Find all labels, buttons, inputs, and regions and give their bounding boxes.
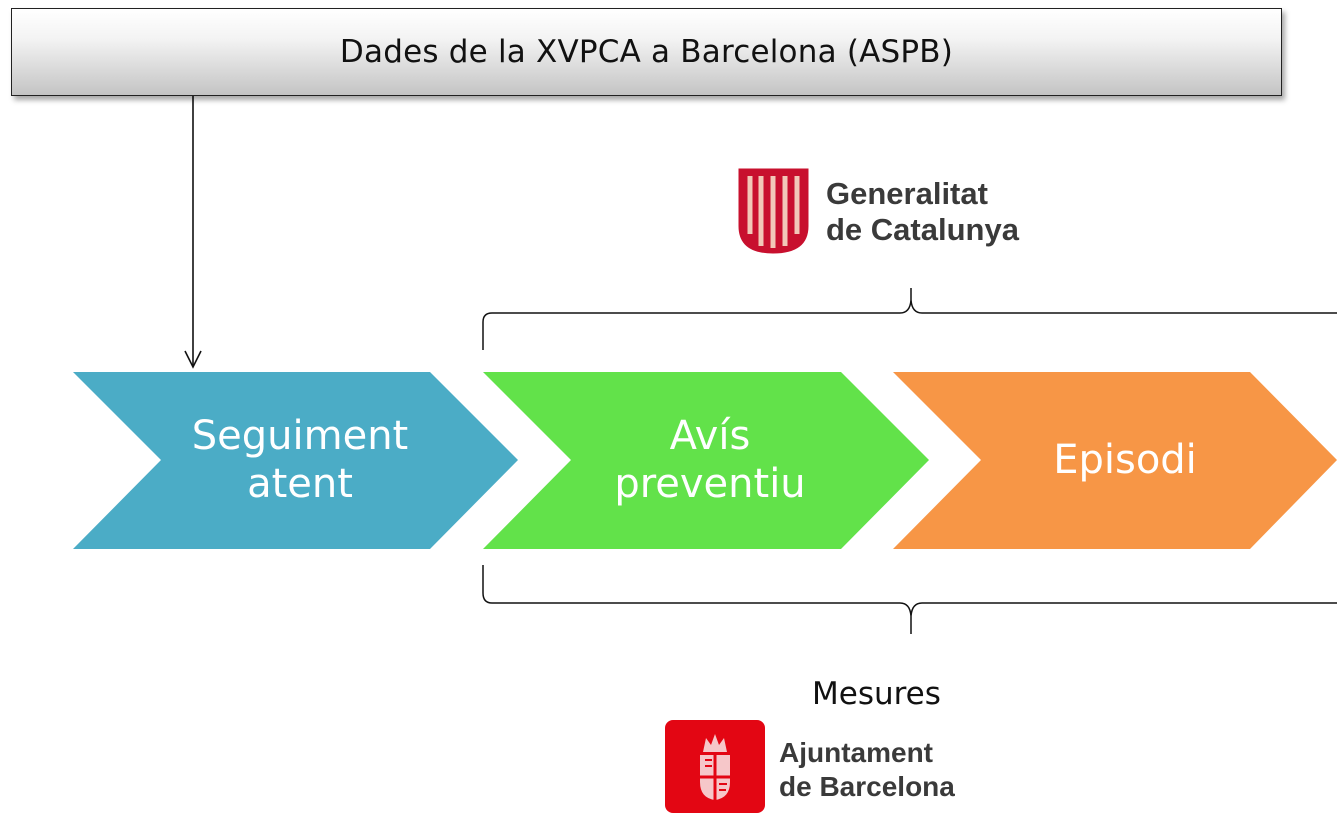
chevron-seguiment-atent [73,372,518,549]
ajuntament-logo-text: Ajuntament de Barcelona [779,737,955,802]
header-title: Dades de la XVPCA a Barcelona (ASPB) [339,34,954,70]
chevron-episodi [893,372,1337,549]
generalitat-logo-text: Generalitat de Catalunya [826,176,1019,247]
arrowhead [184,350,202,369]
top-brace [482,288,1337,350]
barcelona-coat-of-arms-icon [665,720,765,813]
step-label-episodi: Episodi [1053,437,1197,483]
data-source-header: Dades de la XVPCA a Barcelona (ASPB) [11,8,1282,96]
senyera-shield-icon [738,168,809,254]
mesures-label: Mesures [812,676,941,712]
bottom-brace [482,565,1337,634]
step-label-seguiment-atent: Seguiment atent [191,413,409,507]
chevron-avis-preventiu [483,372,929,549]
step-label-avis-preventiu: Avís preventiu [614,413,806,507]
